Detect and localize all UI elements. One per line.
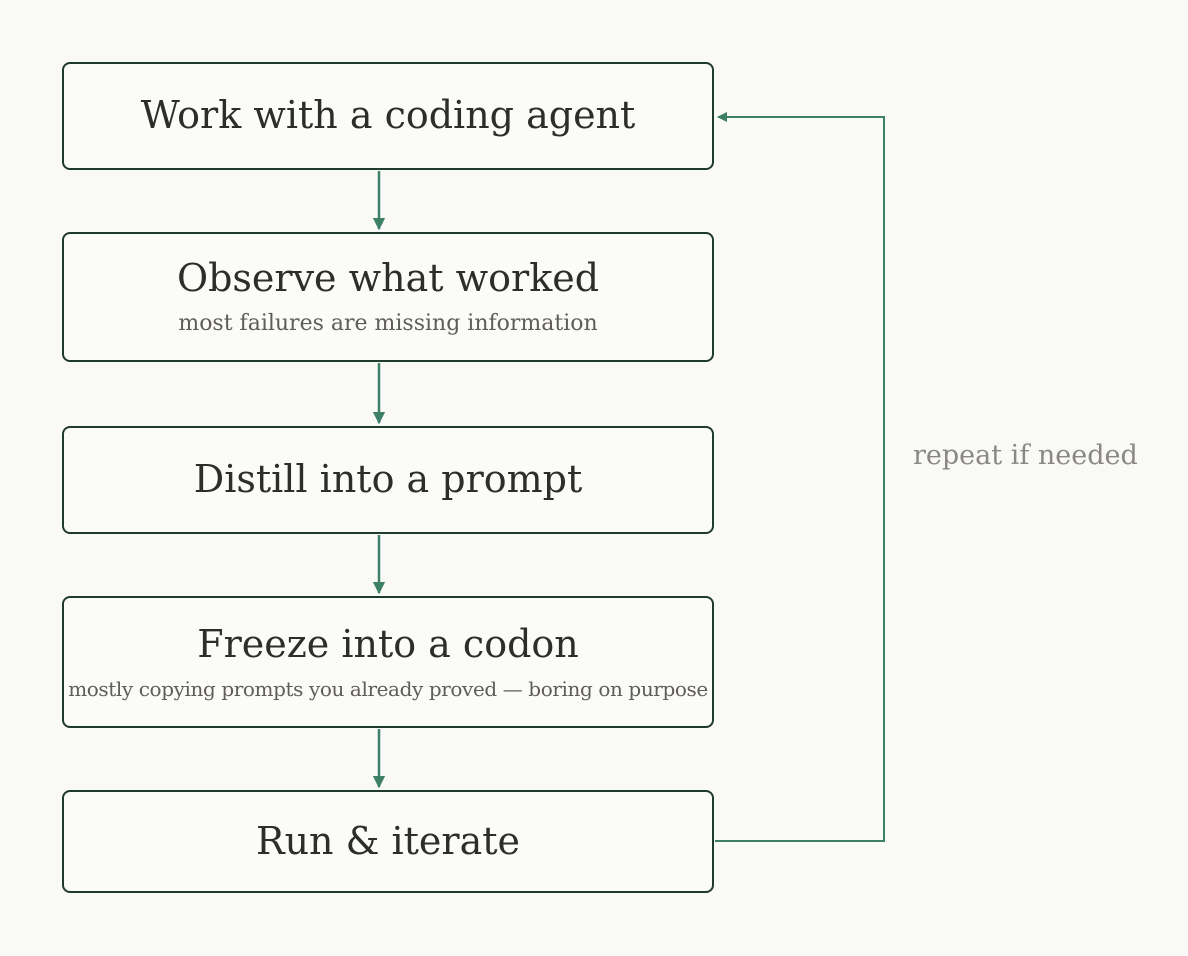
step-4-title: Freeze into a codon: [197, 622, 579, 667]
step-2-note: most failures are missing information: [178, 310, 598, 336]
step-5-box: Run & iterate: [62, 790, 714, 893]
step-5-title: Run & iterate: [255, 818, 521, 863]
step-3-box: Distill into a prompt: [62, 426, 714, 534]
step-2-title: Observe what worked: [176, 255, 600, 300]
step-4-note: mostly copying prompts you already prove…: [68, 676, 708, 701]
step-3-title: Distill into a prompt: [193, 457, 583, 502]
step-2-box: Observe what worked most failures are mi…: [62, 232, 714, 362]
step-1-box: Work with a coding agent: [62, 62, 714, 170]
loop-back-arrow: [715, 112, 885, 842]
loop-label: repeat if needed: [913, 440, 1138, 471]
step-1-title: Work with a coding agent: [140, 93, 636, 138]
step-4-box: Freeze into a codon mostly copying promp…: [62, 596, 714, 728]
